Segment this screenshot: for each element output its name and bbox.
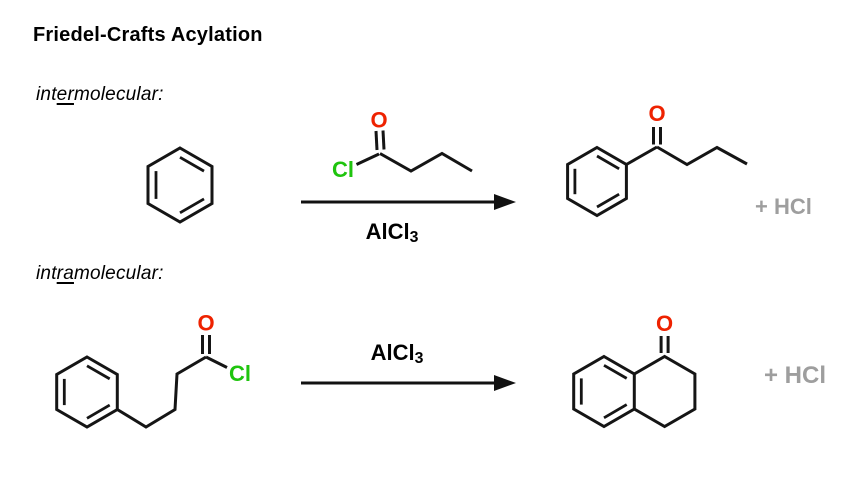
acyl-chloride-structure: Cl O <box>332 108 473 182</box>
section-label-intermolecular: intermolecular: <box>36 84 164 106</box>
cyclohexanone-ring <box>633 336 697 429</box>
reagent-formula: AlCl <box>365 219 410 244</box>
reagent-formula: AlCl <box>370 340 415 365</box>
ketone-side-chain <box>625 127 748 167</box>
label-part-underlined: ra <box>56 263 74 284</box>
aromatic-ring <box>572 354 636 429</box>
phenyl-ring <box>566 145 628 218</box>
chlorine-label: Cl <box>332 157 354 182</box>
aryl-ketone-product-structure: O <box>566 101 748 218</box>
label-part-post: molecular: <box>73 84 164 105</box>
arrowhead-icon <box>494 194 516 210</box>
label-part-post: molecular: <box>73 263 164 284</box>
phenyl-ring <box>55 355 119 429</box>
benzene-ring <box>146 146 214 224</box>
reagent-label-alcl3: AlCl3 <box>370 340 424 368</box>
chlorine-label: Cl <box>229 361 251 386</box>
arrowhead-icon <box>494 375 516 391</box>
oxygen-label: O <box>370 108 387 133</box>
tetralone-product-structure: O <box>572 311 697 429</box>
section-label-intramolecular: intramolecular: <box>36 263 164 285</box>
acyl-chloride-chain <box>116 335 228 429</box>
reaction-arrow-1 <box>301 194 516 210</box>
byproduct-hcl-label: + HCl <box>764 362 827 389</box>
byproduct-hcl-label: + HCl <box>755 194 812 219</box>
label-part-underlined: er <box>56 84 74 105</box>
reagent-label-alcl3: AlCl3 <box>365 219 419 247</box>
benzene-structure <box>146 146 214 224</box>
phenylbutanoyl-chloride-structure: Cl O <box>55 311 251 429</box>
oxygen-label: O <box>648 101 665 126</box>
reagent-subscript: 3 <box>409 229 419 247</box>
oxygen-label: O <box>197 311 214 336</box>
page-title: Friedel-Crafts Acylation <box>33 24 263 46</box>
oxygen-label: O <box>656 311 673 336</box>
acyl-chloride-bonds <box>355 130 473 173</box>
label-part-pre: int <box>36 84 57 105</box>
reaction-arrow-2 <box>301 375 516 391</box>
label-part-pre: int <box>36 263 57 284</box>
reagent-subscript: 3 <box>414 350 424 368</box>
